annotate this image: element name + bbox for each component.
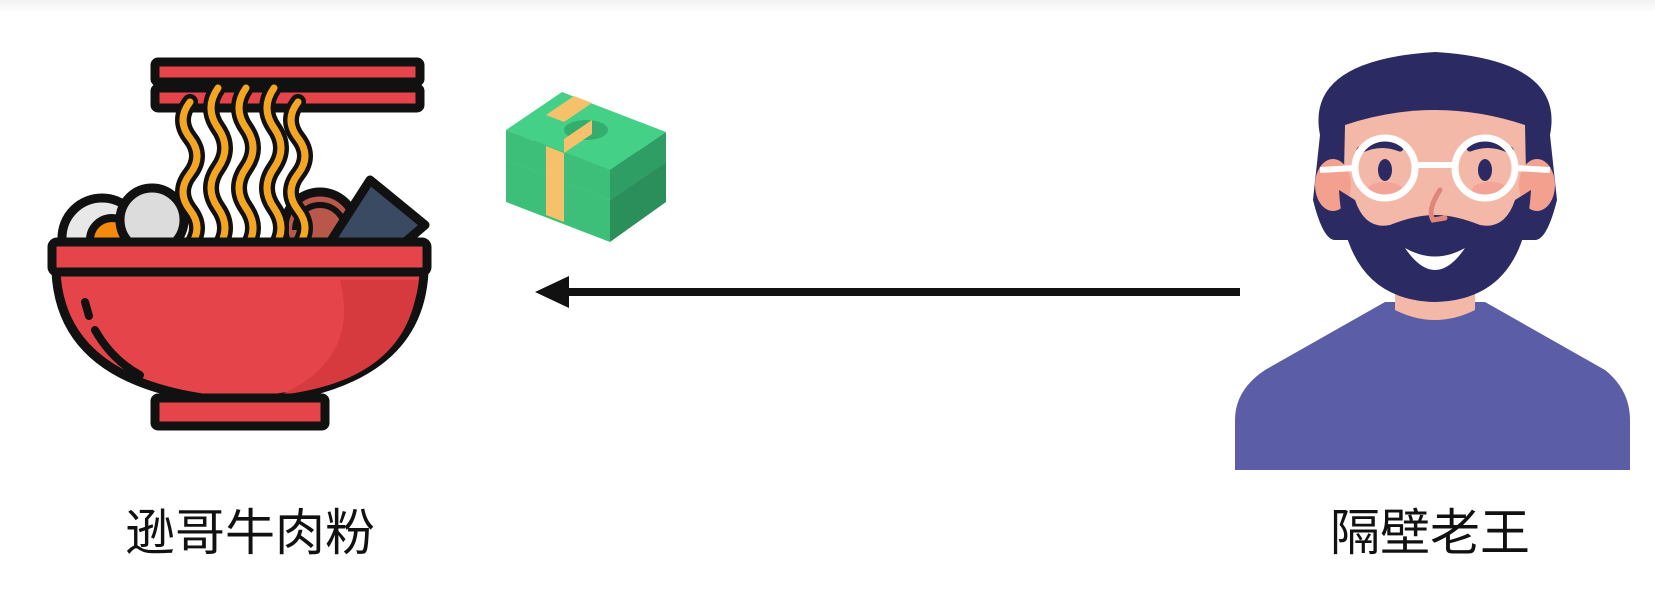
bearded-man-avatar-icon: [1235, 52, 1630, 470]
cash-stack-icon: [506, 92, 666, 242]
top-bar: [0, 0, 1655, 14]
left-arrow-icon: [535, 276, 1240, 308]
noodle-bowl-icon: [47, 57, 432, 431]
label-beef-noodle-shop: 逊哥牛肉粉: [125, 504, 375, 562]
label-neighbor-wang: 隔壁老王: [1330, 504, 1530, 562]
